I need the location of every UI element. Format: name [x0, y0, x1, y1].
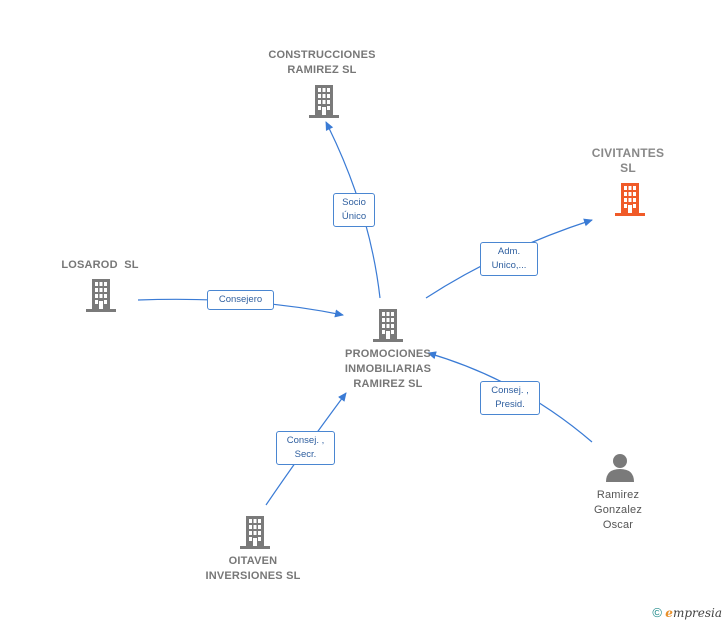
brand-logo: empresia	[665, 606, 722, 620]
edge-label-socio-unico[interactable]: Socio Único	[333, 193, 375, 227]
edge-label-consejero[interactable]: Consejero	[207, 290, 274, 310]
brand-footer: © empresia	[652, 605, 722, 620]
node-label-oitaven[interactable]: OITAVEN INVERSIONES SL	[205, 555, 301, 582]
building-icon-construcciones[interactable]	[308, 84, 340, 118]
building-icon-promociones[interactable]	[372, 308, 404, 342]
building-icon-civitantes[interactable]	[614, 182, 646, 216]
node-label-promociones[interactable]: PROMOCIONES INMOBILIARIAS RAMIREZ SL	[344, 348, 432, 390]
node-label-losarod[interactable]: LOSAROD SL	[61, 259, 139, 271]
building-icon-losarod[interactable]	[85, 278, 117, 312]
edge-label-consej-secr[interactable]: Consej. , Secr.	[276, 431, 335, 465]
edge-label-consej-presid[interactable]: Consej. , Presid.	[480, 381, 540, 415]
node-label-ramirez[interactable]: Ramirez Gonzalez Oscar	[593, 489, 643, 531]
node-label-construcciones[interactable]: CONSTRUCCIONES RAMIREZ SL	[268, 49, 376, 76]
copyright-symbol: ©	[652, 605, 662, 620]
person-icon[interactable]	[605, 452, 635, 482]
edge-label-adm-unico[interactable]: Adm. Unico,...	[480, 242, 538, 276]
building-icon-oitaven[interactable]	[239, 515, 271, 549]
node-label-civitantes[interactable]: CIVITANTES SL	[591, 146, 665, 175]
